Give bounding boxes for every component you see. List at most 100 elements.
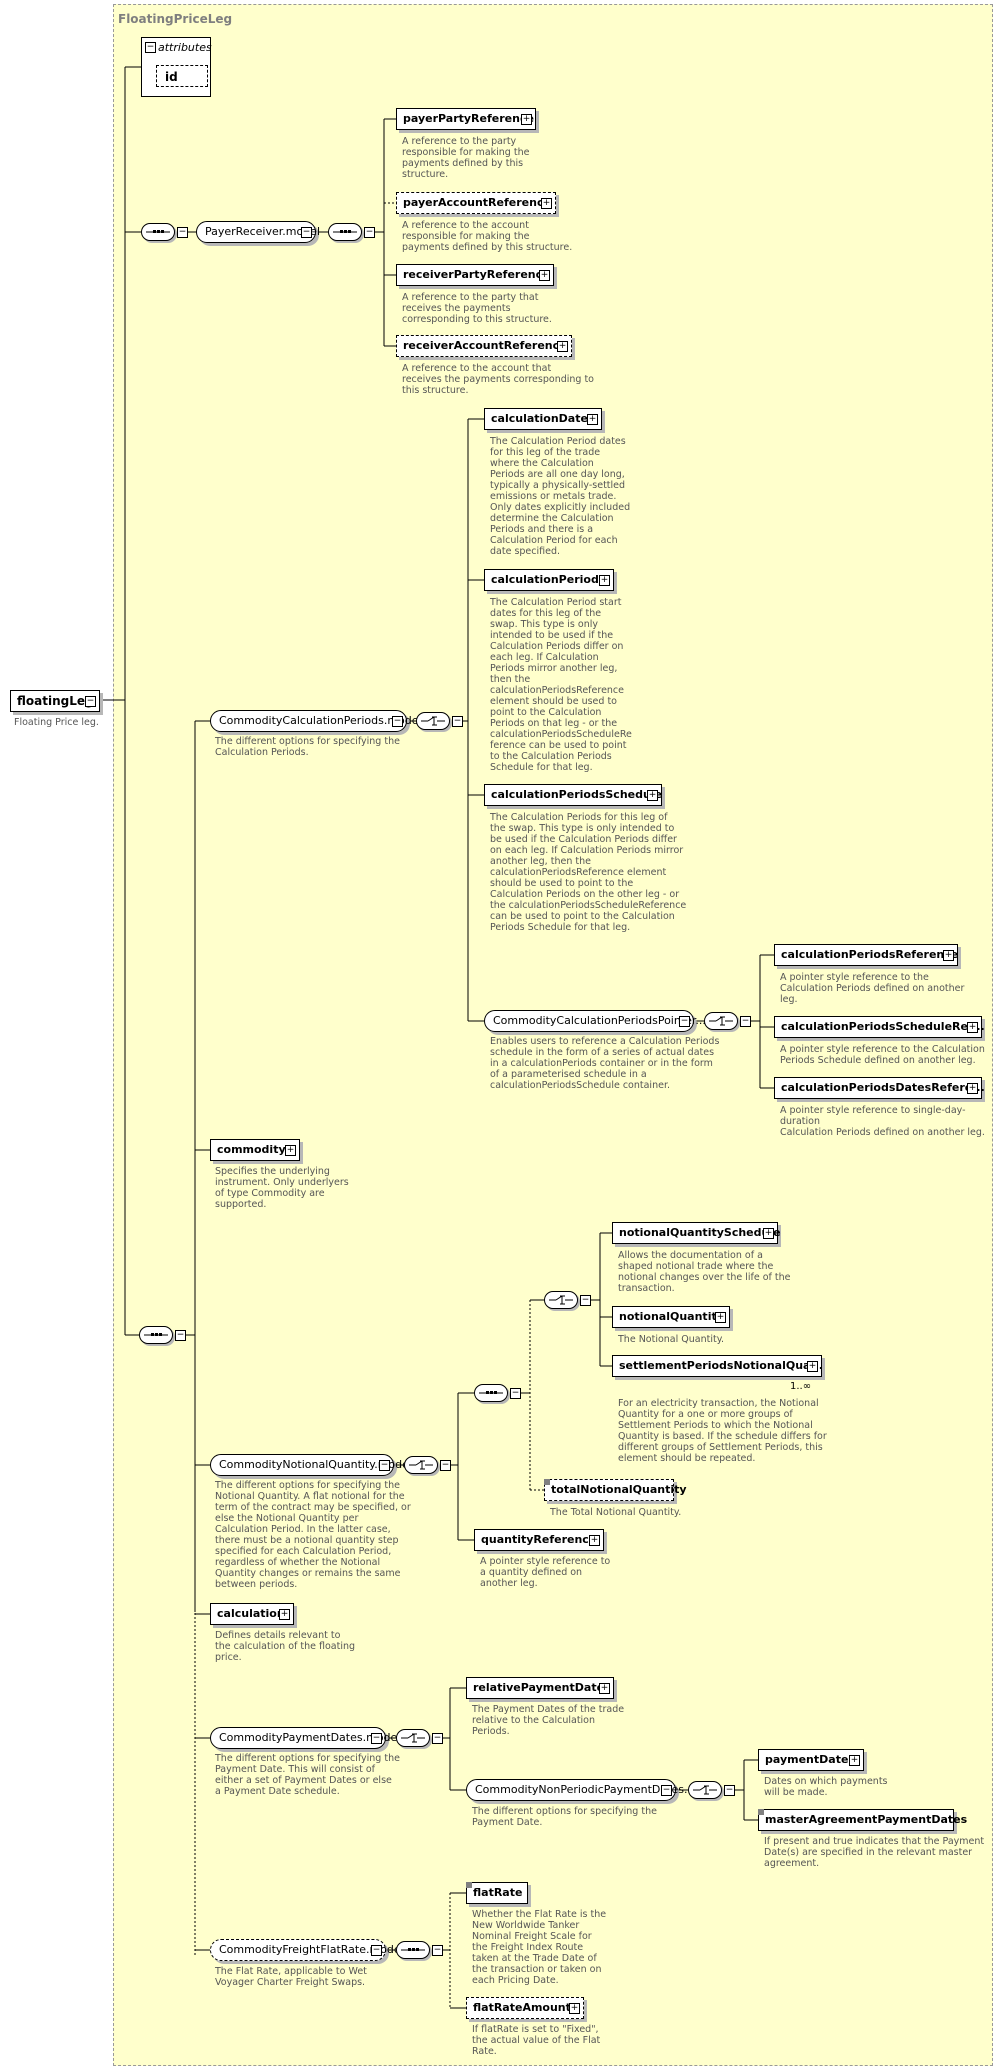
- calculation[interactable]: calculation+: [210, 1603, 294, 1625]
- commodity-calculation-periods-model[interactable]: CommodityCalculationPeriods.model−: [210, 710, 422, 732]
- freight-desc: The Flat Rate, applicable to Wet Voyager…: [215, 1966, 367, 1988]
- calculation-periods-reference[interactable]: calculationPeriodsReference+: [774, 944, 958, 966]
- expand-icon: +: [849, 1755, 860, 1766]
- expand-icon: +: [539, 270, 550, 281]
- group-title: FloatingPriceLeg: [118, 12, 233, 26]
- root-element[interactable]: floatingLeg −: [10, 690, 100, 712]
- master-agreement-payment-dates[interactable]: masterAgreementPaymentDates: [758, 1809, 967, 1831]
- quantity-reference[interactable]: quantityReference+: [474, 1529, 604, 1551]
- calc-periods-desc: The different options for specifying the…: [215, 736, 400, 758]
- sequence-compositor-icon[interactable]: −: [396, 1941, 443, 1959]
- calculation-periods-schedule[interactable]: calculationPeriodsSchedule+: [484, 784, 662, 806]
- commodity-payment-dates-model[interactable]: CommodityPaymentDates.model−: [210, 1727, 400, 1749]
- quantity-reference-desc: A pointer style reference to a quantity …: [480, 1556, 611, 1589]
- root-name: floatingLeg: [17, 694, 94, 708]
- collapse-icon: −: [379, 1460, 390, 1471]
- expand-icon: +: [285, 1145, 296, 1156]
- flat-rate[interactable]: flatRate: [466, 1882, 528, 1904]
- commodity-notional-quantity-model[interactable]: CommodityNotionalQuantity.model−: [210, 1454, 412, 1476]
- calculation-dates[interactable]: calculationDates+: [484, 408, 602, 430]
- relative-payment-dates-desc: The Payment Dates of the trade relative …: [472, 1704, 625, 1737]
- choice-compositor-icon[interactable]: −: [404, 1456, 451, 1474]
- notional-quantity-schedule-desc: Allows the documentation of a shaped not…: [618, 1250, 791, 1294]
- collapse-icon: −: [661, 1785, 672, 1796]
- attribute-id[interactable]: id: [156, 65, 208, 87]
- attribute-marker-icon: [544, 1479, 550, 1485]
- choice-compositor-icon[interactable]: −: [396, 1729, 443, 1747]
- expand-icon: +: [967, 1083, 978, 1094]
- attribute-marker-icon: [758, 1809, 764, 1815]
- receiver-account-reference-desc: A reference to the account that receives…: [402, 363, 594, 396]
- flat-rate-desc: Whether the Flat Rate is the New Worldwi…: [472, 1909, 607, 1986]
- collapse-attributes-icon[interactable]: −: [145, 42, 156, 53]
- payer-party-reference[interactable]: payerPartyReference+: [396, 108, 536, 130]
- expand-icon: +: [647, 790, 658, 801]
- calc-periods-pointer-model[interactable]: CommodityCalculationPeriodsPointer....−: [484, 1010, 709, 1032]
- settlement-periods-desc: For an electricity transaction, the Noti…: [618, 1398, 827, 1464]
- notional-quantity-desc: The Notional Quantity.: [618, 1334, 725, 1345]
- calc-periods-schedule-reference-desc: A pointer style reference to the Calcula…: [780, 1044, 985, 1066]
- commodity-non-periodic-payment-dates[interactable]: CommodityNonPeriodicPaymentDates...−: [466, 1779, 694, 1801]
- expand-icon[interactable]: −: [85, 696, 96, 707]
- expand-icon: +: [943, 950, 954, 961]
- attribute-marker-icon: [466, 1882, 472, 1888]
- expand-icon: +: [569, 2003, 580, 2014]
- attributes-title: attributes: [158, 41, 212, 54]
- collapse-icon: −: [679, 1016, 690, 1027]
- flat-rate-amount-desc: If flatRate is set to "Fixed", the actua…: [472, 2024, 601, 2057]
- payer-account-reference-desc: A reference to the account responsible f…: [402, 220, 573, 253]
- payment-dates[interactable]: paymentDates+: [758, 1749, 864, 1771]
- expand-icon: +: [599, 1683, 610, 1694]
- payer-party-reference-desc: A reference to the party responsible for…: [402, 136, 530, 180]
- flat-rate-amount[interactable]: flatRateAmount+: [466, 1997, 584, 2019]
- root-desc: Floating Price leg.: [14, 717, 99, 728]
- calculation-dates-desc: The Calculation Period dates for this le…: [490, 436, 631, 557]
- calculation-periods[interactable]: calculationPeriods+: [484, 569, 614, 591]
- settlement-periods-notional-quantity[interactable]: settlementPeriodsNotionalQua...+: [612, 1355, 823, 1377]
- expand-icon: +: [541, 198, 552, 209]
- collapse-icon: −: [371, 1945, 382, 1956]
- commodity-desc: Specifies the underlying instrument. Onl…: [215, 1166, 349, 1210]
- relative-payment-dates[interactable]: relativePaymentDates+: [466, 1677, 614, 1699]
- commodity-freight-flat-rate-model[interactable]: CommodityFreightFlatRate.model−: [210, 1939, 404, 1961]
- expand-icon: +: [587, 414, 598, 425]
- expand-icon: +: [599, 575, 610, 586]
- calc-periods-pointer-desc: Enables users to reference a Calculation…: [490, 1036, 720, 1091]
- total-notional-quantity[interactable]: totalNotionalQuantity: [544, 1479, 687, 1501]
- expand-icon: +: [967, 1022, 978, 1033]
- non-periodic-desc: The different options for specifying the…: [472, 1806, 657, 1828]
- sequence-compositor-icon[interactable]: −: [141, 223, 188, 241]
- payer-account-reference[interactable]: payerAccountReference+: [396, 192, 556, 214]
- calculation-periods-schedule-reference[interactable]: calculationPeriodsScheduleRef...+: [774, 1016, 985, 1038]
- expand-icon: +: [763, 1228, 774, 1239]
- total-notional-quantity-desc: The Total Notional Quantity.: [550, 1507, 682, 1518]
- payer-receiver-model[interactable]: PayerReceiver.model−: [196, 221, 320, 243]
- expand-icon: +: [715, 1312, 726, 1323]
- payment-dates-desc: Dates on which payments will be made.: [764, 1776, 888, 1798]
- calculation-periods-dates-reference[interactable]: calculationPeriodsDatesRefere...+: [774, 1077, 985, 1099]
- collapse-icon: −: [301, 227, 312, 238]
- notional-quantity[interactable]: notionalQuantity+: [612, 1306, 730, 1328]
- collapse-icon: −: [392, 716, 403, 727]
- sequence-compositor-icon[interactable]: −: [139, 1326, 186, 1344]
- master-agreement-desc: If present and true indicates that the P…: [764, 1836, 985, 1869]
- calc-periods-reference-desc: A pointer style reference to the Calcula…: [780, 972, 965, 1005]
- collapse-icon: −: [371, 1733, 382, 1744]
- receiver-account-reference[interactable]: receiverAccountReference+: [396, 335, 572, 357]
- choice-compositor-icon[interactable]: −: [416, 712, 463, 730]
- choice-compositor-icon[interactable]: −: [688, 1781, 735, 1799]
- commodity[interactable]: commodity+: [210, 1139, 300, 1161]
- expand-icon: +: [557, 341, 568, 352]
- notional-desc: The different options for specifying the…: [215, 1480, 411, 1590]
- calculation-desc: Defines details relevant to the calculat…: [215, 1630, 356, 1663]
- expand-icon: +: [279, 1609, 290, 1620]
- calc-periods-dates-reference-desc: A pointer style reference to single-day-…: [780, 1105, 985, 1138]
- receiver-party-reference[interactable]: receiverPartyReference+: [396, 264, 554, 286]
- choice-compositor-icon[interactable]: −: [704, 1012, 751, 1030]
- sequence-compositor-icon[interactable]: −: [474, 1384, 521, 1402]
- calculation-periods-desc: The Calculation Period start dates for t…: [490, 597, 632, 773]
- sequence-compositor-icon[interactable]: −: [328, 223, 375, 241]
- notional-quantity-schedule[interactable]: notionalQuantitySchedule+: [612, 1222, 781, 1244]
- choice-compositor-icon[interactable]: −: [544, 1291, 591, 1309]
